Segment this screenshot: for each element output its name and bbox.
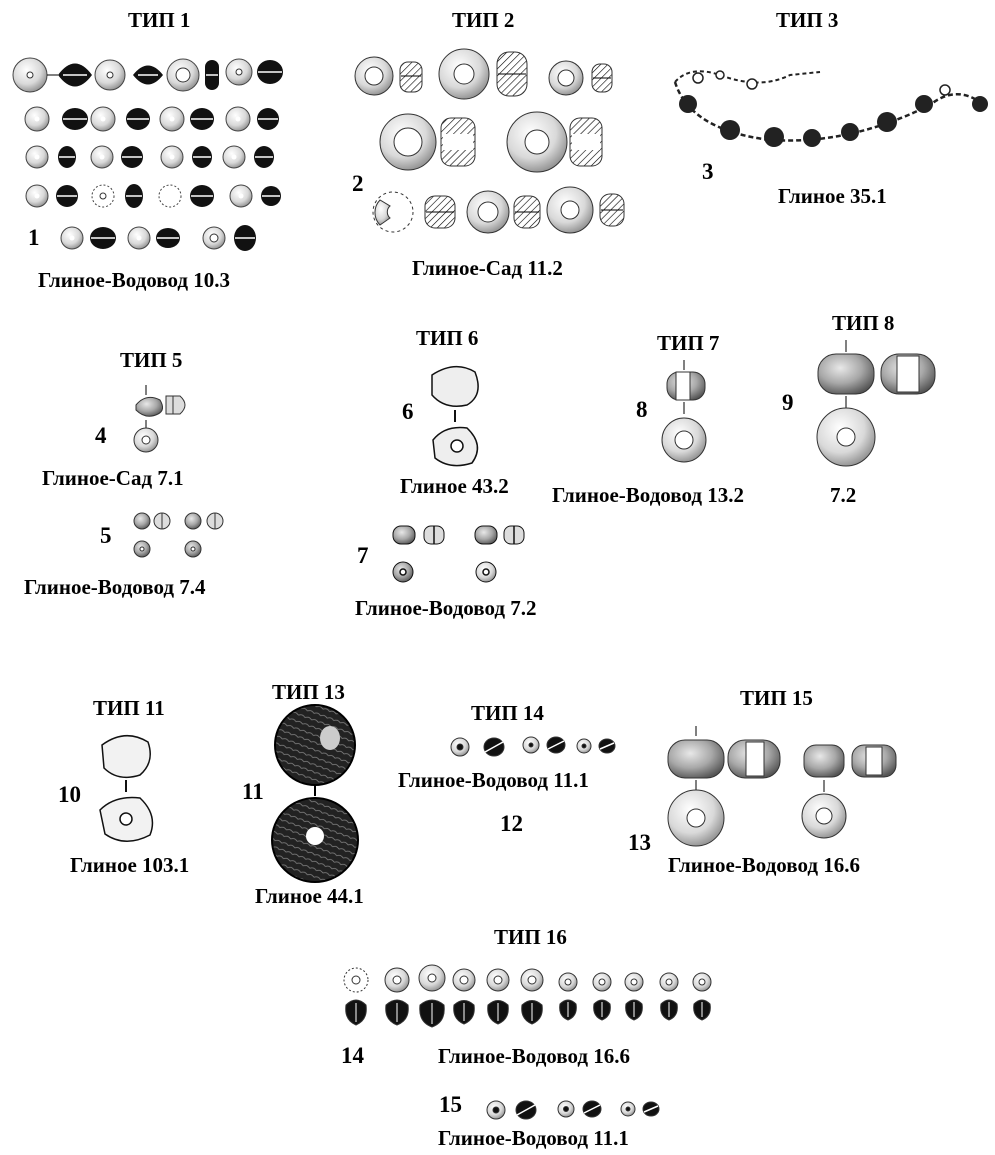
type11-label: ТИП 11 xyxy=(93,696,165,720)
type15-beads xyxy=(667,726,897,847)
type2-label: ТИП 2 xyxy=(452,8,515,32)
type1-beads xyxy=(12,57,283,251)
type8-label: ТИП 8 xyxy=(832,311,895,335)
site-label-4: Глиное-Сад 7.1 xyxy=(42,466,184,490)
figure-number-4: 4 xyxy=(95,423,107,448)
type13-label: ТИП 13 xyxy=(272,680,345,704)
type15-label: ТИП 15 xyxy=(740,686,813,710)
type3-label: ТИП 3 xyxy=(776,8,839,32)
site-label-12: Глиное-Водовод 11.1 xyxy=(398,768,589,792)
type5-beads xyxy=(133,385,224,558)
site-label-7: Глиное-Водовод 7.2 xyxy=(355,596,537,620)
type6-beads xyxy=(392,366,525,583)
type16-label: ТИП 16 xyxy=(494,925,567,949)
type16-beads xyxy=(343,964,712,1120)
site-label-14: Глиное-Водовод 16.6 xyxy=(438,1044,631,1068)
figure-number-12: 12 xyxy=(500,811,523,836)
type6-label: ТИП 6 xyxy=(416,326,479,350)
figure-number-5: 5 xyxy=(100,523,112,548)
figure-number-15: 15 xyxy=(439,1092,462,1117)
type11-beads xyxy=(99,735,154,842)
site-label-10: Глиное 103.1 xyxy=(70,853,190,877)
site-label-5: Глиное-Водовод 7.4 xyxy=(24,575,206,599)
type1-label: ТИП 1 xyxy=(128,8,191,32)
figure-number-14: 14 xyxy=(341,1043,364,1068)
figure-number-9: 9 xyxy=(782,390,794,415)
figure-number-3: 3 xyxy=(702,159,714,184)
figure-number-6: 6 xyxy=(402,399,414,424)
type14-label: ТИП 14 xyxy=(471,701,544,725)
figure-number-8: 8 xyxy=(636,397,648,422)
site-label-1: Глиное-Водовод 10.3 xyxy=(38,268,231,292)
site-label-6: Глиное 43.2 xyxy=(400,474,509,498)
type3-necklace xyxy=(673,70,988,147)
figure-number-7: 7 xyxy=(357,543,369,568)
type7-beads xyxy=(661,360,707,463)
site-label-11: Глиное 44.1 xyxy=(255,884,364,908)
type7-label: ТИП 7 xyxy=(657,331,720,355)
figure-number-10: 10 xyxy=(58,782,81,807)
type8-beads xyxy=(816,340,936,467)
site-label-13: Глиное-Водовод 16.6 xyxy=(668,853,861,877)
site-label-8: Глиное-Водовод 13.2 xyxy=(552,483,745,507)
type14-beads xyxy=(450,736,616,757)
type2-beads xyxy=(354,48,625,234)
figure-number-2: 2 xyxy=(352,171,364,196)
figure-number-1: 1 xyxy=(28,225,40,250)
site-label-15: Глиное-Водовод 11.1 xyxy=(438,1126,629,1150)
type5-label: ТИП 5 xyxy=(120,348,183,372)
site-label-3: Глиное 35.1 xyxy=(778,184,887,208)
figure-number-13: 13 xyxy=(628,830,651,855)
type13-beads xyxy=(271,704,359,883)
figure-number-11: 11 xyxy=(242,779,264,804)
site-label-9: 7.2 xyxy=(830,483,857,507)
site-label-2: Глиное-Сад 11.2 xyxy=(412,256,563,280)
